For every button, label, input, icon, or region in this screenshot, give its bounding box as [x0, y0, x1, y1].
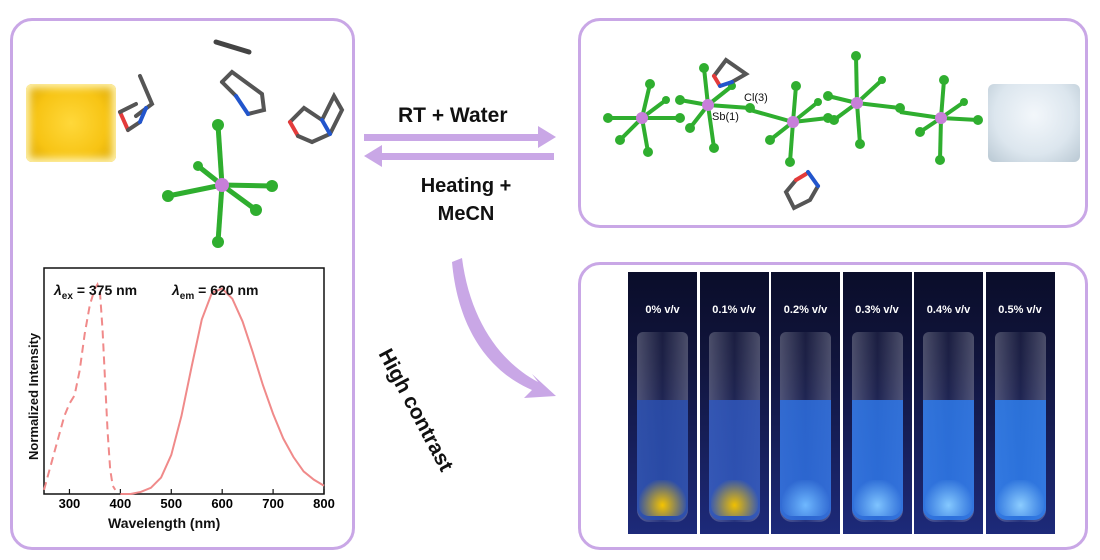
curved-arrow	[452, 258, 556, 398]
reverse-condition-label: Heating + MeCN	[396, 172, 536, 228]
emission-annotation: λem = 620 nm	[172, 282, 258, 302]
vial-concentration-label: 0.3% v/v	[855, 304, 899, 316]
x-axis-ticks: 300 400 500 600 700 800	[59, 489, 335, 511]
ex-lambda: λ	[54, 282, 62, 298]
vial-concentration-label: 0.4% v/v	[926, 304, 971, 316]
em-subscript: em	[179, 290, 195, 302]
vial-bottom-glow	[710, 480, 758, 516]
vial-photo: 0% v/v	[628, 272, 697, 534]
white-crystal-photo	[988, 84, 1080, 162]
ex-subscript: ex	[61, 290, 73, 302]
x-tick-label: 300	[59, 496, 81, 511]
series-layer	[43, 282, 325, 495]
vial-bottom-glow	[996, 480, 1044, 516]
x-tick-label: 500	[160, 496, 182, 511]
reverse-condition-line-1: Heating +	[420, 175, 512, 197]
vial-photo: 0.3% v/v	[842, 272, 912, 534]
cation-fragment-3	[220, 69, 267, 116]
vial-bottom-glow	[639, 480, 686, 516]
cation-fragment-4	[288, 91, 345, 144]
vial-photo: 0.2% v/v	[771, 272, 840, 534]
x-tick-label: 600	[211, 496, 233, 511]
excitation-spectrum-line	[43, 282, 117, 491]
cation-fragment-2	[118, 74, 155, 132]
x-axis-label: Wavelength (nm)	[108, 515, 221, 531]
em-lambda: λ	[172, 282, 180, 298]
y-axis-label: Normalized Intensity	[26, 332, 41, 460]
sbcl6-octahedron-left	[162, 119, 278, 248]
vial-photo: 0.5% v/v	[985, 272, 1055, 534]
em-value: = 620 nm	[198, 282, 259, 298]
cation-fragment-1	[213, 39, 252, 55]
reverse-condition-line-2: MeCN	[437, 203, 495, 225]
plot-frame	[43, 267, 325, 495]
vial-concentration-label: 0.1% v/v	[712, 304, 756, 316]
vial-concentration-label: 0.2% v/v	[783, 304, 828, 316]
x-tick-label: 400	[110, 496, 132, 511]
excitation-annotation: λex = 375 nm	[54, 282, 137, 302]
sb-atom-label: Sb(1)	[712, 111, 739, 123]
vial-concentration-label: 0% v/v	[645, 304, 680, 316]
x-tick-label: 800	[313, 496, 335, 511]
ex-value: = 375 nm	[76, 282, 138, 298]
cl-atom-label: Cl(3)	[744, 92, 768, 104]
x-tick-label: 700	[262, 496, 284, 511]
vial-bottom-glow	[925, 480, 972, 516]
cation-fragment-6	[783, 170, 820, 211]
emission-spectrum-line	[120, 287, 325, 495]
vial-concentration-label: 0.5% v/v	[998, 304, 1042, 316]
vial-bottom-glow	[782, 480, 829, 516]
forward-arrow	[364, 126, 556, 148]
forward-condition-label: RT + Water	[398, 104, 508, 127]
vial-bottom-glow	[853, 480, 901, 516]
vial-photo: 0.4% v/v	[914, 272, 983, 534]
sbcl6-chain	[603, 51, 983, 167]
vial-photo: 0.1% v/v	[699, 272, 769, 534]
cation-fragment-5	[712, 57, 750, 88]
reverse-arrow	[364, 145, 554, 167]
yellow-crystal-photo	[26, 84, 116, 162]
